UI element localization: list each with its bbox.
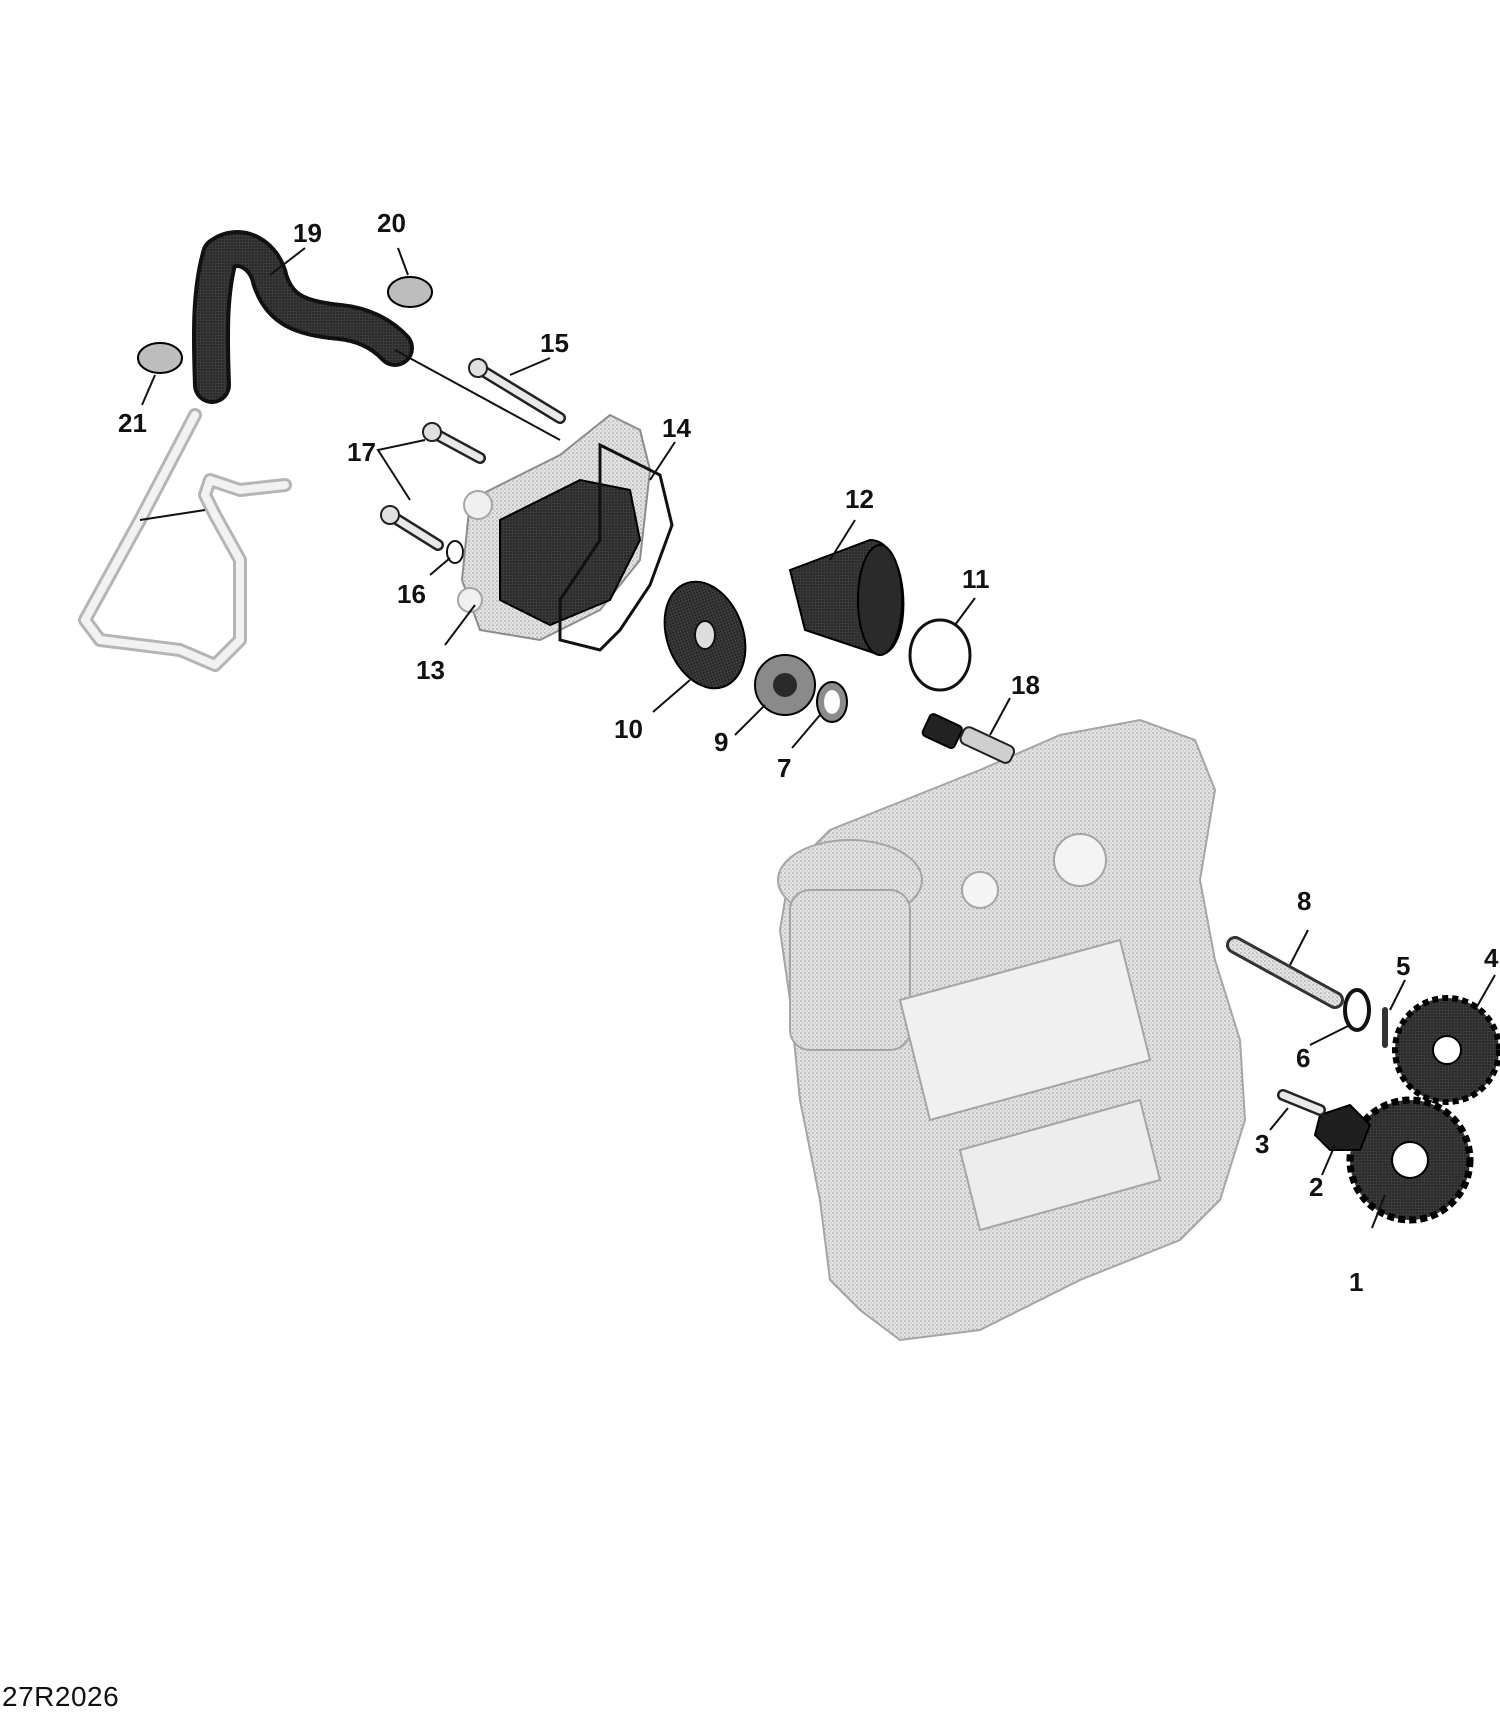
- callout-1: 1: [1349, 1267, 1363, 1297]
- callout-5: 5: [1396, 951, 1410, 981]
- callout-14: 14: [662, 413, 691, 443]
- gear-bolt: [1277, 1089, 1326, 1116]
- callout-12: 12: [845, 484, 874, 514]
- gear-nut: [1313, 1103, 1372, 1151]
- bolt-long: [468, 358, 566, 424]
- gear-upper: [1392, 995, 1500, 1105]
- callout-11: 11: [962, 564, 990, 594]
- large-o-ring: [908, 618, 972, 692]
- hose-clamp-lower: [137, 342, 183, 374]
- pump-gasket: [558, 442, 674, 652]
- callout-20: 20: [377, 208, 406, 238]
- callout-15: 15: [540, 328, 569, 358]
- callout-19: 19: [293, 218, 322, 248]
- hose-clamp-upper: [387, 276, 433, 308]
- pump-sleeve: [788, 538, 905, 657]
- small-o-ring: [446, 540, 464, 564]
- temperature-sensor: [921, 713, 1016, 764]
- callout-9: 9: [714, 727, 728, 757]
- callout-10: 10: [614, 714, 643, 744]
- coolant-hose: [191, 230, 414, 404]
- figure-code: 27R2026: [2, 1681, 120, 1712]
- callout-7: 7: [777, 753, 791, 783]
- shaft-washer: [1343, 988, 1371, 1032]
- callout-13: 13: [416, 655, 445, 685]
- bolt-short-lower: [380, 505, 444, 551]
- coolant-pipe-ghost: [78, 408, 292, 672]
- callout-2: 2: [1309, 1172, 1323, 1202]
- impeller: [663, 580, 747, 690]
- seal-ring-hole: [824, 690, 840, 714]
- callout-17: 17: [347, 437, 376, 467]
- callout-18: 18: [1011, 670, 1040, 700]
- callout-8: 8: [1297, 886, 1311, 916]
- gear-lower: [1346, 1096, 1474, 1224]
- callout-16: 16: [397, 579, 426, 609]
- engine-block-ghost: [777, 718, 1247, 1342]
- callout-4: 4: [1484, 943, 1499, 973]
- callout-3: 3: [1255, 1129, 1269, 1159]
- pump-shaft: [1226, 936, 1344, 1009]
- callout-labels: 1 2 3 4 5 6 7 8 9 10 11 12 13 14 15 16 1…: [118, 208, 1499, 1297]
- water-pump-seal: [754, 654, 816, 716]
- bolt-short-upper: [422, 422, 486, 464]
- water-pump-housing: [457, 413, 652, 642]
- leader-lines: [139, 247, 1496, 1229]
- callout-21: 21: [118, 408, 147, 438]
- callout-6: 6: [1296, 1043, 1310, 1073]
